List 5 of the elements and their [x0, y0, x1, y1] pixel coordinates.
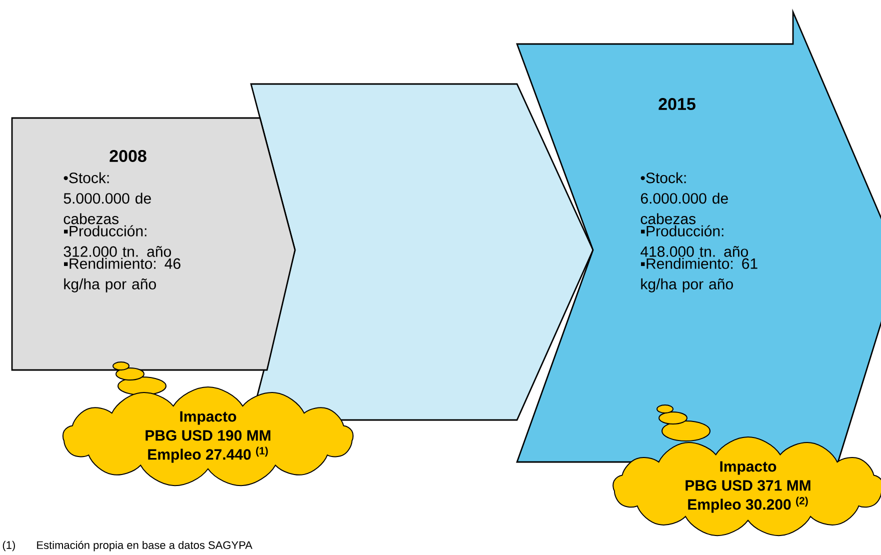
chevron-shape [250, 83, 594, 421]
footnote-number: (1) [2, 540, 15, 552]
thought-cloud: Impacto PBG USD 371 MM Empleo 30.200 $^{(2)}$ [612, 404, 881, 536]
thought-cloud: Impacto PBG USD 190 MM Empleo 27.440 $^{(1)}$ [62, 362, 354, 486]
footnote: Estimación propia en base a datos SAGYPA [37, 540, 252, 552]
